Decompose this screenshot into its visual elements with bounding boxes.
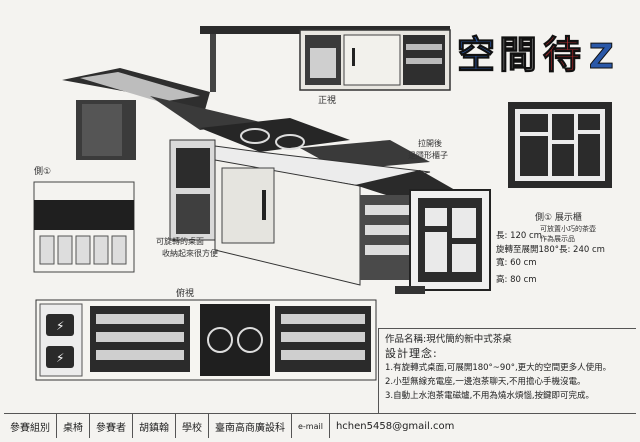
entrant-label: 參賽者 [90, 414, 133, 438]
display-note-line2: 作為展示品 [540, 235, 575, 243]
dim-rotated: 旋轉至展開180°長: 240 cm [496, 245, 605, 255]
svg-text:Z: Z [589, 37, 614, 76]
display-cabinet-label: 側① 展示櫃 [535, 213, 582, 223]
work-name: 作品名稱:現代簡約新中式茶桌 [385, 334, 512, 345]
concept-point-2: 2.小型無線充電座,一邊泡茶聊天,不用擔心手機沒電。 [385, 377, 586, 387]
dim-width: 寬: 60 cm [496, 258, 537, 268]
concept-title: 設計理念: [385, 347, 438, 360]
top-view-label: 俯視 [176, 289, 195, 299]
table-perspective [62, 68, 491, 294]
drawer-note-line1: 拉開後 [418, 139, 442, 148]
svg-text:空: 空 [457, 33, 495, 76]
title-logo: 空 間 待 Z [455, 28, 633, 78]
svg-text:待: 待 [543, 33, 581, 76]
school-value: 臺南高商廣設科 [209, 414, 292, 438]
group-value: 桌椅 [57, 414, 90, 438]
footer-bar: 參賽組別 桌椅 參賽者 胡鎮翰 學校 臺南高商廣設科 e-mail hchen5… [4, 413, 636, 438]
front-view-drawing [200, 26, 451, 92]
rotate-note-line1: 可旋轉的桌面 [156, 237, 204, 246]
front-view-label: 正視 [318, 96, 337, 106]
entrant-value: 胡鎮翰 [133, 414, 176, 438]
display-note-line1: 可放置小巧的茶壺 [540, 225, 596, 233]
drawer-note-line2: 是隱形櫃子 [408, 151, 448, 160]
email-label: e-mail [292, 414, 330, 438]
svg-text:間: 間 [499, 33, 537, 76]
title-logo-art: 空 間 待 Z [457, 33, 615, 78]
concept-point-3: 3.自動上水泡茶電磁爐,不用為燒水煩惱,按鍵即可完成。 [385, 391, 595, 401]
dim-height: 高: 80 cm [496, 275, 537, 285]
left-side-drawing [33, 181, 135, 273]
svg-text:⚡: ⚡ [56, 319, 64, 333]
info-panel: 作品名稱:現代簡約新中式茶桌 設計理念: 1.有旋轉式桌面,可展開180°~90… [378, 328, 636, 413]
svg-text:⚡: ⚡ [56, 351, 64, 365]
display-cabinet-drawing [508, 102, 612, 188]
concept-point-1: 1.有旋轉式桌面,可展開180°~90°,更大的空間更多人使用。 [385, 363, 612, 373]
rotate-note-line2: 收納起來很方便 [162, 249, 218, 258]
top-view-drawing: ⚡ ⚡ [35, 299, 377, 381]
side-view-label: 側① [34, 167, 52, 177]
dimensions: 長: 120 cm 旋轉至展開180°長: 240 cm 寬: 60 cm 高:… [496, 228, 605, 289]
dim-length: 長: 120 cm [496, 231, 542, 241]
school-label: 學校 [176, 414, 209, 438]
email-value: hchen5458@gmail.com [335, 420, 455, 432]
group-label: 參賽組別 [4, 414, 57, 438]
